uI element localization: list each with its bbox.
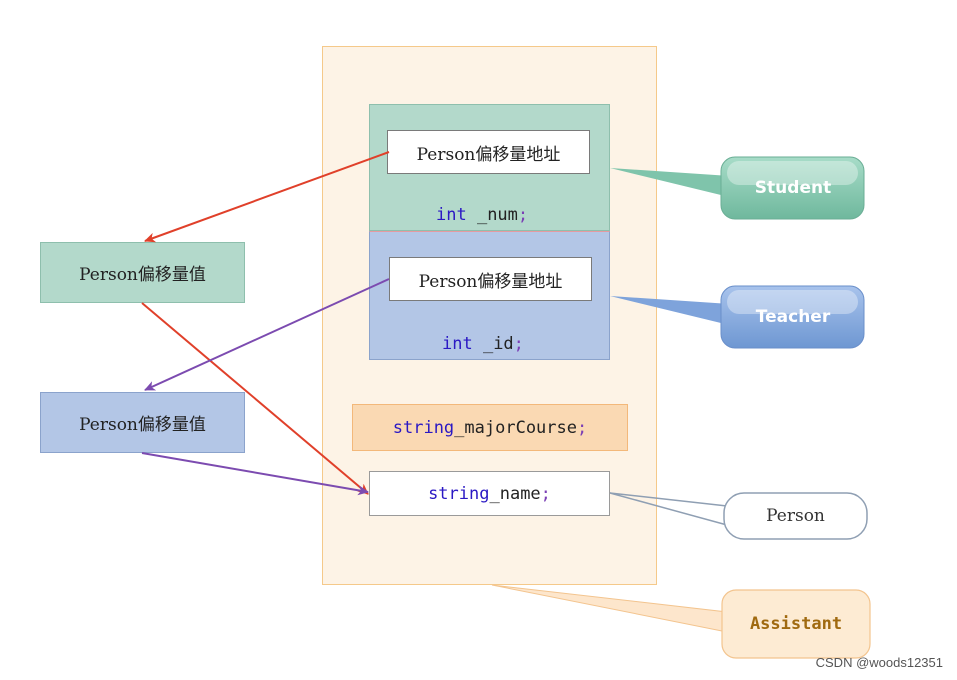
teacher-value-to-name-arrow — [141, 452, 369, 496]
teacher-callout-label: Teacher — [755, 307, 831, 327]
person-callout-shape — [609, 492, 868, 540]
student-person-offset-address: Person偏移量地址 — [387, 130, 590, 174]
member-name: _majorCourse — [454, 417, 577, 438]
member-type: int — [442, 334, 473, 354]
teacher-callout-shape — [610, 285, 865, 349]
teacher-offset-arrow — [144, 278, 390, 391]
person-callout-label: Person — [766, 506, 825, 526]
member-type: int — [436, 205, 467, 225]
member-name: _name — [489, 483, 541, 504]
teacher-person-offset-address: Person偏移量地址 — [389, 257, 592, 301]
member-semicolon: ; — [577, 417, 588, 438]
teacher-id-member: int _id; — [442, 334, 524, 354]
person-name-member: string _name; — [369, 471, 610, 516]
member-semicolon: ; — [513, 334, 524, 354]
member-semicolon: ; — [517, 205, 529, 225]
student-callout-shape — [610, 156, 865, 220]
watermark: CSDN @woods12351 — [815, 655, 943, 670]
assistant-callout-label: Assistant — [749, 614, 843, 634]
member-type: string — [392, 417, 455, 438]
member-type: string — [428, 483, 490, 504]
student-value-to-name-arrow — [141, 302, 369, 495]
assistant-callout-shape — [491, 584, 871, 659]
student-callout-label: Student — [754, 178, 832, 198]
member-semicolon: ; — [540, 483, 551, 504]
student-num-member: int _num; — [436, 205, 528, 225]
teacher-person-offset-value: Person偏移量值 — [40, 392, 245, 453]
major-course-member: string _majorCourse; — [352, 404, 628, 451]
member-name: _num — [466, 205, 518, 225]
member-name: _id — [472, 334, 514, 354]
student-offset-arrow — [144, 151, 390, 243]
